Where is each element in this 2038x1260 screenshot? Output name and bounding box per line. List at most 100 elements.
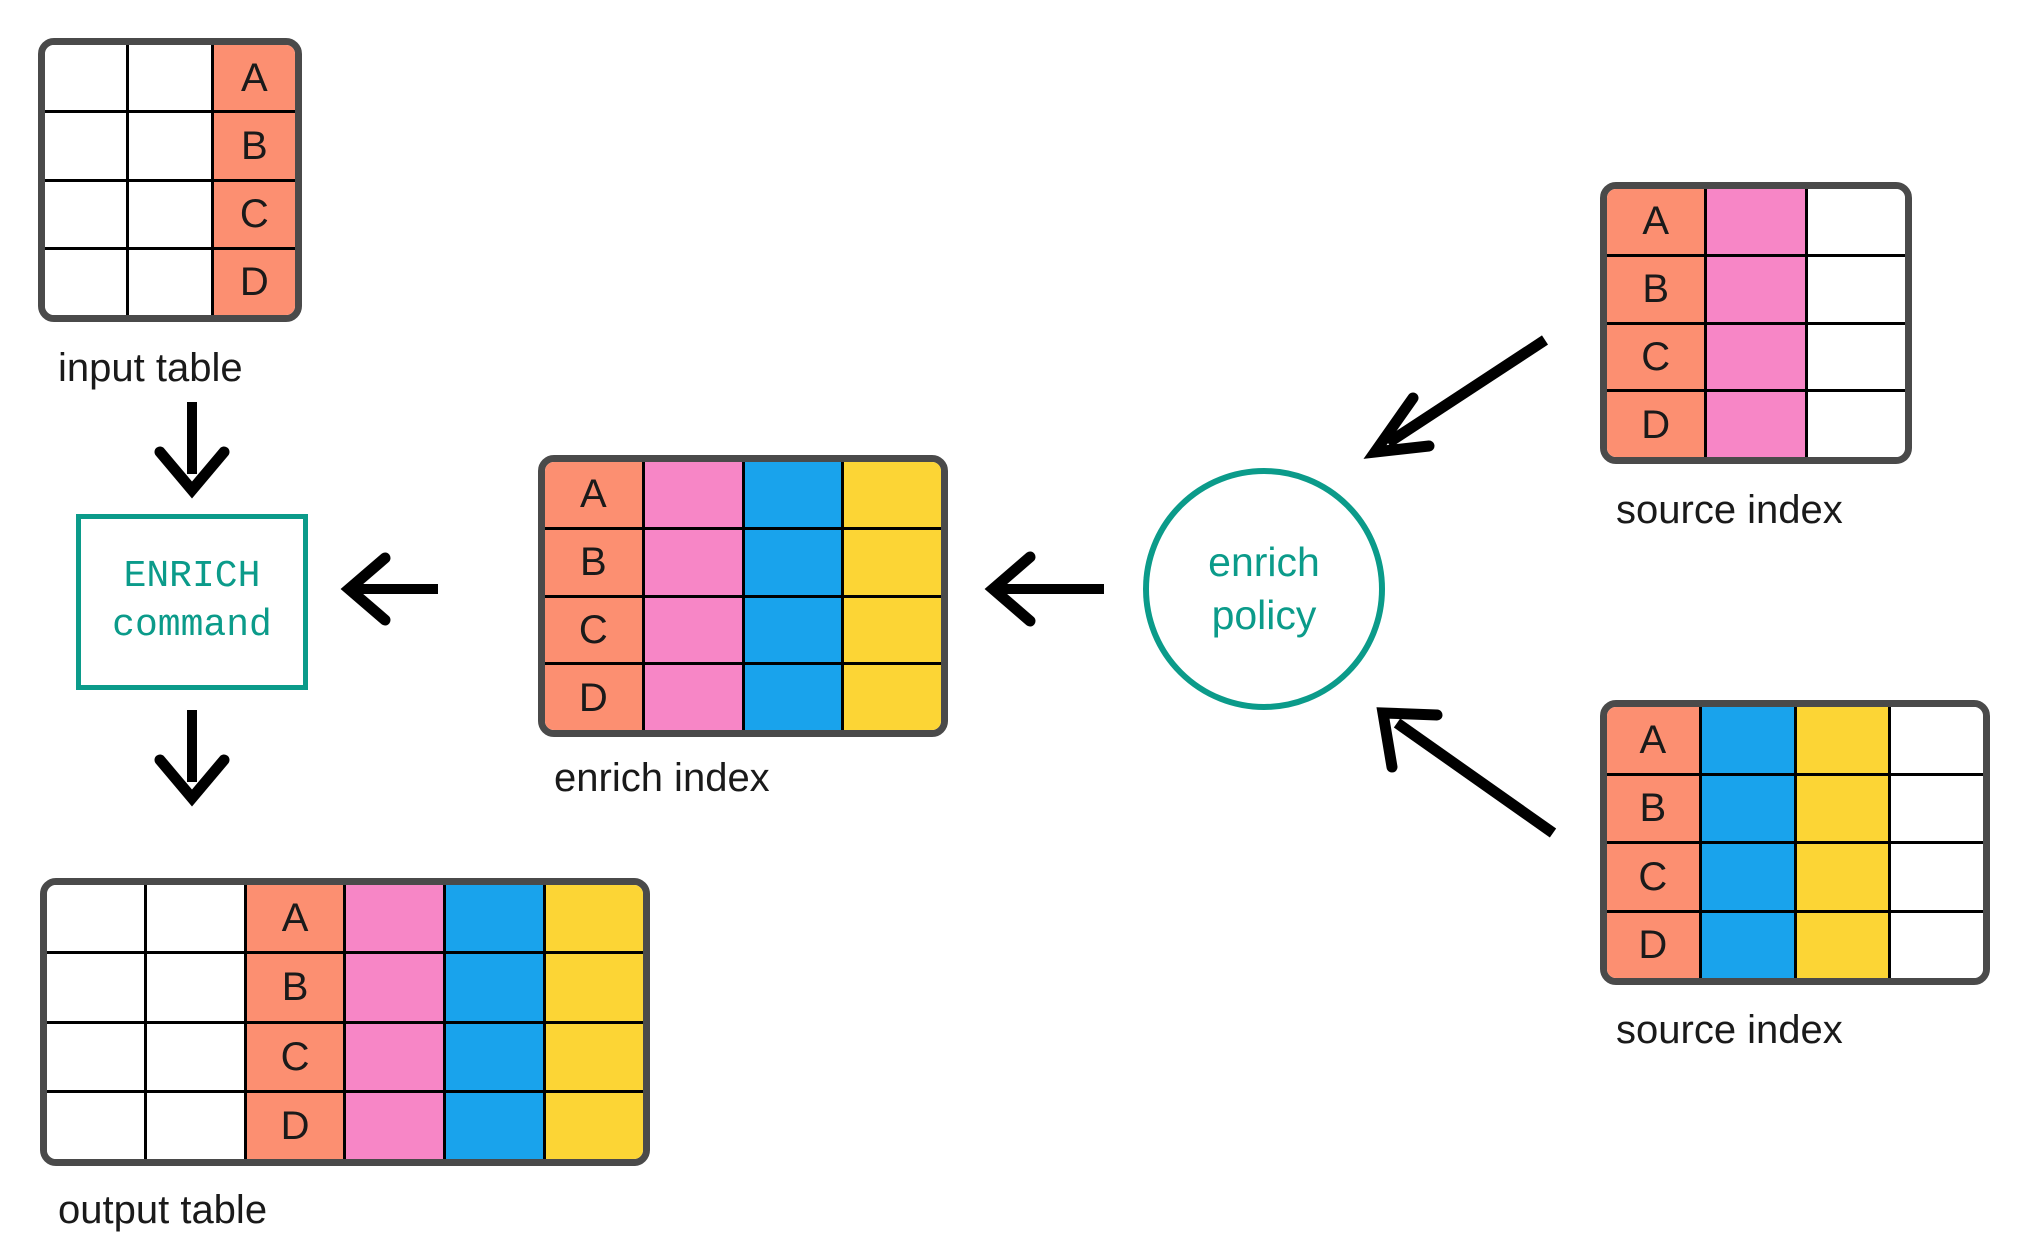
table-cell: [1707, 256, 1808, 322]
table-cell: [1701, 707, 1797, 773]
input-table-caption: input table: [58, 346, 243, 390]
enrich-index-caption: enrich index: [554, 756, 770, 800]
table-cell-key: B: [1607, 775, 1702, 841]
table-cell: [146, 885, 247, 952]
table-cell-key: D: [545, 665, 645, 730]
table-cell: [45, 181, 130, 247]
table-cell: [45, 45, 130, 111]
table-cell: [47, 954, 147, 1021]
table-cell: [47, 1092, 147, 1159]
table-row: D: [1607, 912, 1983, 978]
table-cell: [644, 462, 745, 527]
table-cell: [1701, 912, 1797, 978]
table-cell: [146, 1092, 247, 1159]
table-cell: [546, 885, 643, 952]
arrow-enrich-index-to-command: [340, 552, 438, 626]
table-cell: [1707, 392, 1808, 457]
table-cell-key: D: [1607, 392, 1708, 457]
table-cell: [744, 665, 845, 730]
arrow-policy-to-enrich-index: [984, 551, 1104, 627]
table-cell-key: B: [1607, 256, 1708, 322]
table-cell: [1891, 844, 1983, 910]
table-cell: [129, 113, 214, 179]
table-cell: [446, 954, 547, 1021]
table-row: B: [545, 529, 941, 598]
table-cell: [844, 462, 941, 527]
table-cell: [146, 1023, 247, 1090]
table-cell: [644, 665, 745, 730]
table-row: A: [47, 885, 643, 955]
table-cell: [129, 181, 214, 247]
source-index-bottom-table: A B C D: [1600, 700, 1990, 985]
table-cell: [1796, 775, 1892, 841]
table-cell-key: B: [246, 954, 347, 1021]
table-row: D: [545, 665, 941, 730]
table-cell: [1891, 775, 1983, 841]
table-cell-key: C: [213, 181, 295, 247]
table-row: C: [1607, 324, 1905, 393]
table-cell: [346, 1023, 447, 1090]
table-cell: [47, 885, 147, 952]
enrich-command-box[interactable]: ENRICH command: [76, 514, 308, 690]
table-row: D: [45, 249, 295, 315]
source-index-top-caption: source index: [1616, 488, 1843, 532]
table-cell: [346, 954, 447, 1021]
table-cell: [1807, 392, 1905, 457]
table-row: B: [1607, 775, 1983, 844]
table-row: C: [1607, 844, 1983, 913]
table-cell-key: A: [213, 45, 295, 111]
table-cell: [1891, 912, 1983, 978]
enrich-policy-circle[interactable]: enrich policy: [1143, 468, 1385, 710]
table-cell: [546, 1092, 643, 1159]
table-cell-key: D: [1607, 912, 1702, 978]
table-cell: [1701, 844, 1797, 910]
table-row: B: [47, 954, 643, 1024]
table-row: D: [1607, 392, 1905, 457]
table-row: A: [1607, 189, 1905, 257]
table-cell-key: D: [213, 249, 295, 315]
table-cell: [744, 529, 845, 595]
enrich-command-line2: command: [112, 604, 272, 647]
output-table-caption: output table: [58, 1188, 268, 1232]
table-cell-key: A: [545, 462, 645, 527]
table-cell: [546, 1023, 643, 1090]
table-cell: [1707, 324, 1808, 390]
table-cell: [47, 1023, 147, 1090]
table-cell: [1807, 256, 1905, 322]
table-cell: [1891, 707, 1983, 773]
table-cell: [644, 597, 745, 663]
table-row: A: [1607, 707, 1983, 776]
table-cell: [1707, 189, 1808, 254]
enrich-policy-line2: policy: [1211, 592, 1317, 638]
table-cell-key: D: [246, 1092, 347, 1159]
table-cell: [844, 597, 941, 663]
table-cell: [1796, 844, 1892, 910]
table-cell: [446, 1023, 547, 1090]
table-cell: [346, 885, 447, 952]
arrow-source-bottom-to-policy: [1376, 707, 1557, 838]
table-cell: [346, 1092, 447, 1159]
enrich-policy-line1: enrich: [1208, 538, 1320, 585]
table-cell: [129, 45, 214, 111]
table-cell: [45, 249, 130, 315]
table-row: B: [45, 113, 295, 182]
table-cell: [1807, 189, 1905, 254]
table-cell: [1807, 324, 1905, 390]
arrow-command-to-output: [154, 710, 230, 807]
table-cell: [446, 885, 547, 952]
table-cell: [1796, 912, 1892, 978]
table-cell: [129, 249, 214, 315]
table-cell: [744, 597, 845, 663]
table-row: C: [47, 1023, 643, 1093]
source-index-bottom-caption: source index: [1616, 1008, 1843, 1052]
table-cell-key: C: [545, 597, 645, 663]
input-table: A B C D: [38, 38, 302, 322]
table-cell: [546, 954, 643, 1021]
table-cell: [744, 462, 845, 527]
table-cell: [1701, 775, 1797, 841]
table-cell-key: B: [545, 529, 645, 595]
table-row: C: [545, 597, 941, 666]
table-cell-key: C: [246, 1023, 347, 1090]
table-cell: [45, 113, 130, 179]
table-cell-key: A: [1607, 189, 1708, 254]
